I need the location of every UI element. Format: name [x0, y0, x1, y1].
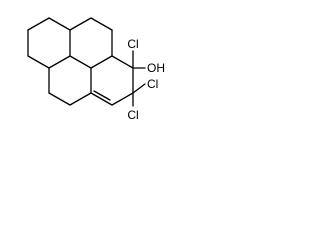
bond — [48, 55, 71, 69]
bond — [69, 17, 92, 31]
chlorine-label-right: Cl — [147, 77, 158, 91]
chlorine-label-top: Cl — [127, 37, 138, 51]
bond — [69, 92, 92, 106]
bond — [90, 55, 113, 69]
bond — [111, 55, 134, 69]
double-bond-outer — [90, 92, 113, 106]
bond — [27, 17, 50, 31]
double-bond-inner — [93, 90, 111, 101]
bond — [132, 83, 146, 94]
bond — [27, 55, 50, 69]
bond-lines — [27, 17, 146, 107]
atom-labels: Cl OH Cl Cl — [127, 37, 165, 122]
bond — [69, 55, 92, 69]
hydroxyl-label: OH — [147, 61, 165, 75]
bond — [48, 92, 71, 106]
molecule-structure-diagram: Cl OH Cl Cl — [27, 17, 165, 122]
chlorine-label-bottom: Cl — [127, 108, 138, 122]
bond — [90, 17, 113, 31]
bond — [48, 17, 71, 31]
bond — [111, 92, 134, 106]
